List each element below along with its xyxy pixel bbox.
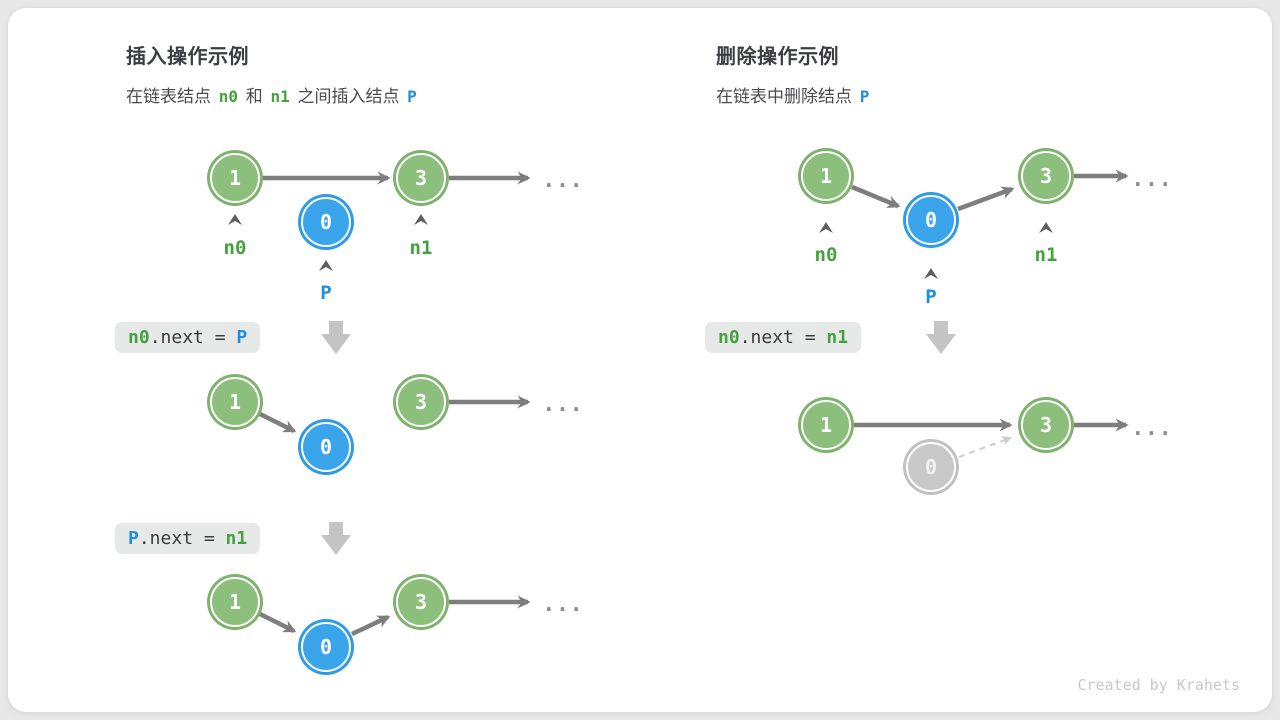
ellipsis: ... <box>1131 416 1173 440</box>
code-token-n1: n1 <box>225 528 248 549</box>
node-n1: 3 <box>1021 151 1071 201</box>
pointer-label-n1: n1 <box>1034 244 1058 266</box>
code-token-n0: n0 <box>718 327 740 348</box>
delete-panel-subtitle: 在链表中删除结点 P <box>716 82 872 107</box>
code-n0-next-n1: n0.next = n1 <box>705 322 862 353</box>
insert-panel-title: 插入操作示例 <box>126 46 249 68</box>
pointer-label-n0: n0 <box>223 237 247 259</box>
code-token-p: P <box>128 528 139 549</box>
node-n0: 1 <box>801 400 851 450</box>
node-n1: 3 <box>396 377 446 427</box>
ellipsis: ... <box>542 392 584 416</box>
code-n0-next-p: n0.next = P <box>115 322 261 353</box>
pointer-label-p: P <box>320 282 332 304</box>
credit-text: Created by Krahets <box>1077 676 1240 694</box>
code-token-next: .next = <box>739 327 827 348</box>
pointer-label-n0: n0 <box>814 244 838 266</box>
node-n0: 1 <box>210 153 260 203</box>
subtitle-text: 在链表中删除结点 <box>716 87 857 106</box>
node-p: 0 <box>906 195 956 245</box>
node-p: 0 <box>301 422 351 472</box>
code-token-n0: n0 <box>128 327 150 348</box>
code-token-p: P <box>236 327 248 348</box>
subtitle-text: 和 <box>241 87 268 106</box>
node-n0: 1 <box>210 377 260 427</box>
code-p-next-n1: P.next = n1 <box>115 523 261 554</box>
pointer-label-p: P <box>925 286 937 308</box>
code-token-next: .next = <box>149 327 237 348</box>
node-n0: 1 <box>801 151 851 201</box>
token-p: P <box>859 87 870 106</box>
insert-panel-subtitle: 在链表结点 n0 和 n1 之间插入结点 P <box>126 82 420 107</box>
delete-panel-title: 删除操作示例 <box>716 46 839 68</box>
node-n1: 3 <box>396 153 446 203</box>
ellipsis: ... <box>542 592 584 616</box>
node-p: 0 <box>301 622 351 672</box>
token-p: P <box>407 87 417 106</box>
ellipsis: ... <box>1131 167 1173 191</box>
token-n0: n0 <box>218 87 238 106</box>
node-p-removed: 0 <box>906 442 956 492</box>
node-n0: 1 <box>210 577 260 627</box>
subtitle-text: 之间插入结点 <box>292 87 405 106</box>
node-n1: 3 <box>396 577 446 627</box>
pointer-label-n1: n1 <box>409 237 433 259</box>
subtitle-text: 在链表结点 <box>126 87 216 106</box>
node-p: 0 <box>301 197 351 247</box>
node-n1: 3 <box>1021 400 1071 450</box>
token-n1: n1 <box>270 87 290 106</box>
code-token-n1: n1 <box>826 327 849 348</box>
ellipsis: ... <box>542 168 584 192</box>
code-token-next: .next = <box>138 528 226 549</box>
